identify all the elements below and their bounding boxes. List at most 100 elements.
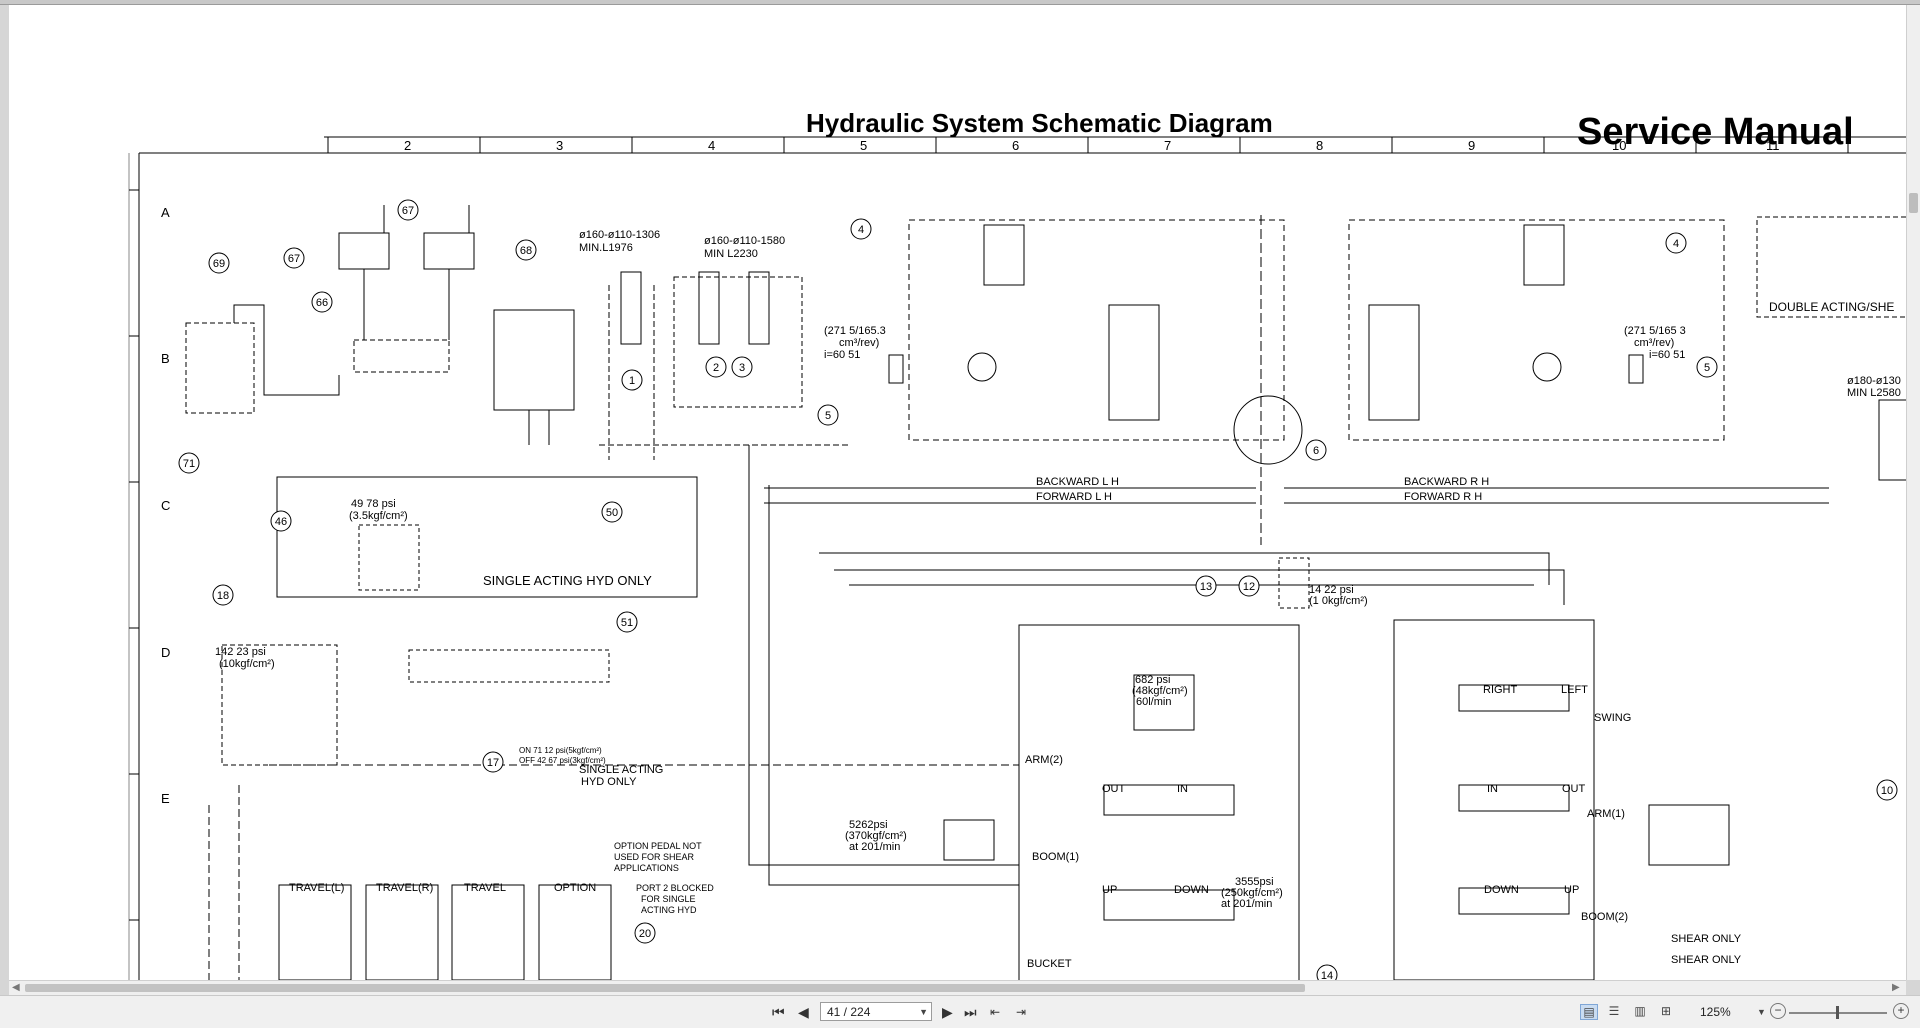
down-label-left: DOWN xyxy=(1174,884,1209,896)
cylinder-right xyxy=(1878,399,1909,481)
valve-682psi xyxy=(1133,674,1195,731)
callout-circle xyxy=(212,584,234,606)
motor-right-p1 xyxy=(1523,224,1565,286)
row-label: B xyxy=(161,351,170,366)
callout-number: 3 xyxy=(739,362,745,374)
window-top-border xyxy=(0,0,1920,5)
zoom-out-icon[interactable]: − xyxy=(1770,1003,1786,1019)
scroll-left-arrow-icon[interactable]: ◀ xyxy=(12,982,20,993)
solenoid-valve-a2 xyxy=(338,232,390,270)
vertical-scrollbar[interactable] xyxy=(1906,5,1920,980)
zoom-slider-thumb[interactable] xyxy=(1836,1006,1839,1019)
bucket-label: BUCKET xyxy=(1027,958,1072,970)
zoom-in-icon[interactable]: + xyxy=(1893,1003,1909,1019)
callout-number: 4 xyxy=(1673,238,1679,250)
column-label: 9 xyxy=(1468,138,1475,153)
last-page-icon[interactable]: ⏭ xyxy=(964,1004,977,1020)
up-label-right: UP xyxy=(1564,884,1579,896)
travel-motor-right-frame xyxy=(1348,219,1725,441)
shuttle-valves-s1-s4 xyxy=(408,649,610,683)
schematic-diagram: 2 3 4 5 6 7 8 9 10 11 A B C D E xyxy=(128,136,1909,980)
callout-circle xyxy=(1316,964,1338,980)
callout-number: 66 xyxy=(316,297,328,309)
callout-circle xyxy=(705,356,727,378)
page-number-field[interactable]: 41 / 224 ▼ xyxy=(820,1002,932,1021)
kgf-10: (10kgf/cm²) xyxy=(219,658,275,670)
travel-r-label: TRAVEL(R) xyxy=(376,882,433,894)
status-bar: ⏮ ◀ 41 / 224 ▼ ▶ ⏭ ⇤ ⇥ ▤ ☰ ▥ ⊞ 125% ▼ − … xyxy=(0,995,1920,1028)
callout-number: 69 xyxy=(213,258,225,270)
continuous-facing-view-icon[interactable]: ⊞ xyxy=(1660,1004,1672,1018)
lpm-201-left: at 201/min xyxy=(849,841,900,853)
psi-5262-left: 5262psi xyxy=(849,819,888,831)
callout-circle xyxy=(397,199,419,221)
callout-number: 50 xyxy=(606,507,618,519)
column-label: 5 xyxy=(860,138,867,153)
previous-page-icon[interactable]: ◀ xyxy=(798,1004,809,1020)
control-pipes xyxy=(819,552,1565,605)
zoom-dropdown-icon[interactable]: ▼ xyxy=(1757,1007,1766,1017)
chevron-down-icon[interactable]: ▼ xyxy=(919,1007,928,1017)
zoom-level[interactable]: 125% xyxy=(1700,1005,1731,1019)
column-label: 4 xyxy=(708,138,715,153)
pilot-valve-block xyxy=(185,322,255,414)
column-label: 8 xyxy=(1316,138,1323,153)
option-note-2: USED FOR SHEAR xyxy=(614,852,695,862)
vertical-scroll-thumb[interactable] xyxy=(1909,193,1918,213)
motor-spec-left: (271 5/165.3 xyxy=(824,325,886,337)
callout-number: 10 xyxy=(1881,785,1893,797)
motor-right-pump xyxy=(1532,352,1562,382)
spool-arm1 xyxy=(1458,784,1570,812)
horizontal-scroll-thumb[interactable] xyxy=(25,984,1305,992)
kgf-370-left: (370kgf/cm²) xyxy=(845,830,907,842)
callout-number: 12 xyxy=(1243,581,1255,593)
column-label: 2 xyxy=(404,138,411,153)
main-control-valve-left xyxy=(1018,624,1300,980)
pedal-travel-l xyxy=(278,884,352,980)
single-page-view-icon[interactable]: ▤ xyxy=(1580,1004,1598,1020)
motor-left-port xyxy=(888,354,904,384)
next-page-icon[interactable]: ▶ xyxy=(942,1004,953,1020)
horizontal-scrollbar[interactable]: ◀ ▶ xyxy=(9,980,1906,995)
solenoid-valve-a1 xyxy=(423,232,475,270)
pedal-option xyxy=(538,884,612,980)
out-label-left: OUT xyxy=(1102,783,1126,795)
callout-circle xyxy=(1195,575,1217,597)
swivel-joint-6 xyxy=(1233,395,1303,465)
spool-boom1 xyxy=(1103,889,1235,921)
spool-boom2 xyxy=(1458,887,1570,915)
callout-number: 4 xyxy=(858,224,864,236)
scroll-right-arrow-icon[interactable]: ▶ xyxy=(1892,982,1900,993)
continuous-view-icon[interactable]: ☰ xyxy=(1608,1004,1620,1018)
forward-view-icon[interactable]: ⇥ xyxy=(1016,1005,1027,1019)
kgf-250: (250kgf/cm²) xyxy=(1221,887,1283,899)
relief-valve-12 xyxy=(1278,557,1310,609)
backward-rh: BACKWARD R H xyxy=(1404,476,1489,488)
callout-circle xyxy=(850,218,872,240)
callout-number: 71 xyxy=(183,458,195,470)
callout-number: 68 xyxy=(520,245,532,257)
shear-only-label-2: SHEAR ONLY xyxy=(1671,954,1742,966)
cylinder-pipes xyxy=(599,285,849,460)
back-view-icon[interactable]: ⇤ xyxy=(990,1005,1001,1019)
right-label: RIGHT xyxy=(1483,684,1518,696)
single-acting-group-box xyxy=(276,476,698,598)
motor-left-p1 xyxy=(983,224,1025,286)
travel-l-label: TRAVEL(L) xyxy=(289,882,344,894)
facing-view-icon[interactable]: ▥ xyxy=(1634,1004,1646,1018)
psi-on: ON 71 12 psi(5kgf/cm²) xyxy=(519,746,602,755)
callout-circle xyxy=(178,452,200,474)
callout-number: 2 xyxy=(713,362,719,374)
callout-circle xyxy=(601,501,623,523)
option-label: OPTION xyxy=(554,882,596,894)
spool-arm xyxy=(1103,784,1235,816)
option-note-3: APPLICATIONS xyxy=(614,863,679,873)
cylinder-group-box xyxy=(673,276,803,408)
pipe xyxy=(233,304,340,396)
shear-only-label-1: SHEAR ONLY xyxy=(1671,933,1742,945)
callout-number: 51 xyxy=(621,617,633,629)
row-label: A xyxy=(161,205,170,220)
valve-left-g1 xyxy=(1108,304,1160,421)
first-page-icon[interactable]: ⏮ xyxy=(772,1004,785,1020)
motor-right-port xyxy=(1628,354,1644,384)
